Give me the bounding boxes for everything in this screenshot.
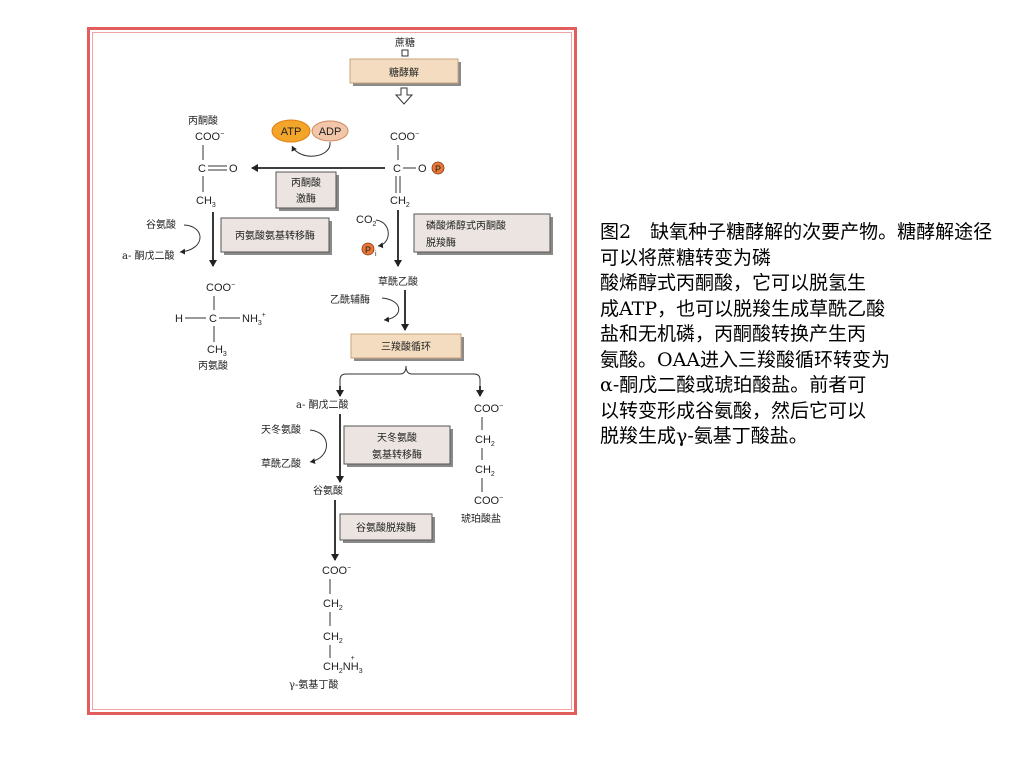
akg-label-1: a- 酮戊二酸: [122, 249, 175, 262]
adp-label: ADP: [319, 126, 342, 138]
glu-decarboxylase-box: [339, 513, 433, 541]
svg-text:磷酸烯醇式丙酮酸: 磷酸烯醇式丙酮酸: [426, 219, 506, 232]
pyruvate-label: 丙酮酸: [188, 114, 218, 127]
svg-text:CH2: CH2: [475, 464, 495, 478]
aspartate-label: 天冬氨酸: [261, 423, 301, 436]
svg-text:CH2: CH2: [323, 631, 343, 645]
tca-cycle-box: [350, 333, 462, 359]
svg-text:CH2NH3+: CH2NH3+: [323, 655, 363, 675]
svg-text:谷氨酸脱羧酶: 谷氨酸脱羧酶: [356, 521, 416, 534]
svg-text:NH3+: NH3+: [242, 312, 266, 327]
alanine-transaminase-box: [220, 217, 330, 253]
pyruvate-coo: COO−: [195, 131, 224, 143]
svg-text:C: C: [209, 313, 217, 325]
acetyl-coa-label: 乙酰辅酶: [330, 293, 370, 306]
pep-o: O: [418, 163, 427, 175]
pyruvate-o: O: [229, 163, 238, 175]
glutamate-label-1: 谷氨酸: [146, 218, 176, 231]
pep-c: C: [393, 163, 401, 175]
svg-text:氨基转移酶: 氨基转移酶: [372, 448, 422, 461]
svg-text:COO−: COO−: [474, 403, 503, 415]
glycolysis-label: 糖酵解: [389, 66, 419, 79]
figure-frame: [87, 27, 577, 715]
svg-text:丙氨酸氨基转移酶: 丙氨酸氨基转移酶: [235, 229, 315, 242]
small-arrow-icon: [401, 49, 409, 57]
phosphate-icon: [431, 161, 445, 175]
pyruvate-kinase-box: [275, 171, 337, 209]
pyruvate-c: C: [198, 163, 206, 175]
svg-text:H: H: [175, 313, 183, 325]
oaa-label: 草酰乙酸: [378, 275, 418, 288]
akg-label-2: a- 酮戊二酸: [296, 398, 349, 411]
svg-text:丙酮酸: 丙酮酸: [291, 176, 321, 189]
oaa-label-2: 草酰乙酸: [261, 457, 301, 470]
svg-text:i: i: [375, 251, 377, 258]
asp-transaminase-box: [343, 425, 451, 465]
sucrose-label: 蔗糖: [395, 36, 415, 49]
atp-adp-curve: [291, 141, 331, 157]
succinate-label: 琥珀酸盐: [461, 512, 501, 525]
svg-text:CH2: CH2: [475, 434, 495, 448]
gaba-label: γ-氨基丁酸: [289, 678, 338, 691]
atp-icon: [271, 119, 311, 143]
svg-text:CH3: CH3: [207, 344, 227, 358]
svg-text:激酶: 激酶: [296, 192, 316, 205]
svg-text:COO−: COO−: [206, 282, 235, 294]
svg-text:COO−: COO−: [474, 495, 503, 507]
tca-cycle-label: 三羧酸循环: [381, 340, 431, 353]
co2-label: CO2: [356, 214, 377, 228]
pep-coo: COO−: [390, 131, 419, 143]
pi-icon: [361, 242, 375, 256]
pep-carboxylase-box: [413, 213, 551, 253]
svg-text:P: P: [365, 245, 371, 255]
glutamate-label-2: 谷氨酸: [313, 484, 343, 497]
svg-text:CH2: CH2: [323, 598, 343, 612]
svg-text:COO−: COO−: [322, 565, 351, 577]
figure-frame-inner: [92, 32, 572, 710]
atp-label: ATP: [281, 126, 302, 138]
svg-text:脱羧酶: 脱羧酶: [426, 236, 456, 249]
figure-caption: 图2 缺氧种子糖酵解的次要产物。糖酵解途径可以将蔗糖转变为磷 酸烯醇式丙酮酸，它…: [600, 221, 993, 447]
pep-ch2: CH2: [390, 195, 410, 209]
glycolysis-box: [349, 58, 459, 84]
svg-text:P: P: [435, 164, 441, 174]
branch-brace: [339, 365, 481, 388]
pyruvate-ch3: CH3: [196, 195, 216, 209]
alanine-label: 丙氨酸: [198, 359, 228, 372]
adp-icon: [311, 120, 349, 142]
hollow-down-arrow-icon: [394, 87, 414, 105]
svg-text:天冬氨酸: 天冬氨酸: [377, 431, 417, 444]
